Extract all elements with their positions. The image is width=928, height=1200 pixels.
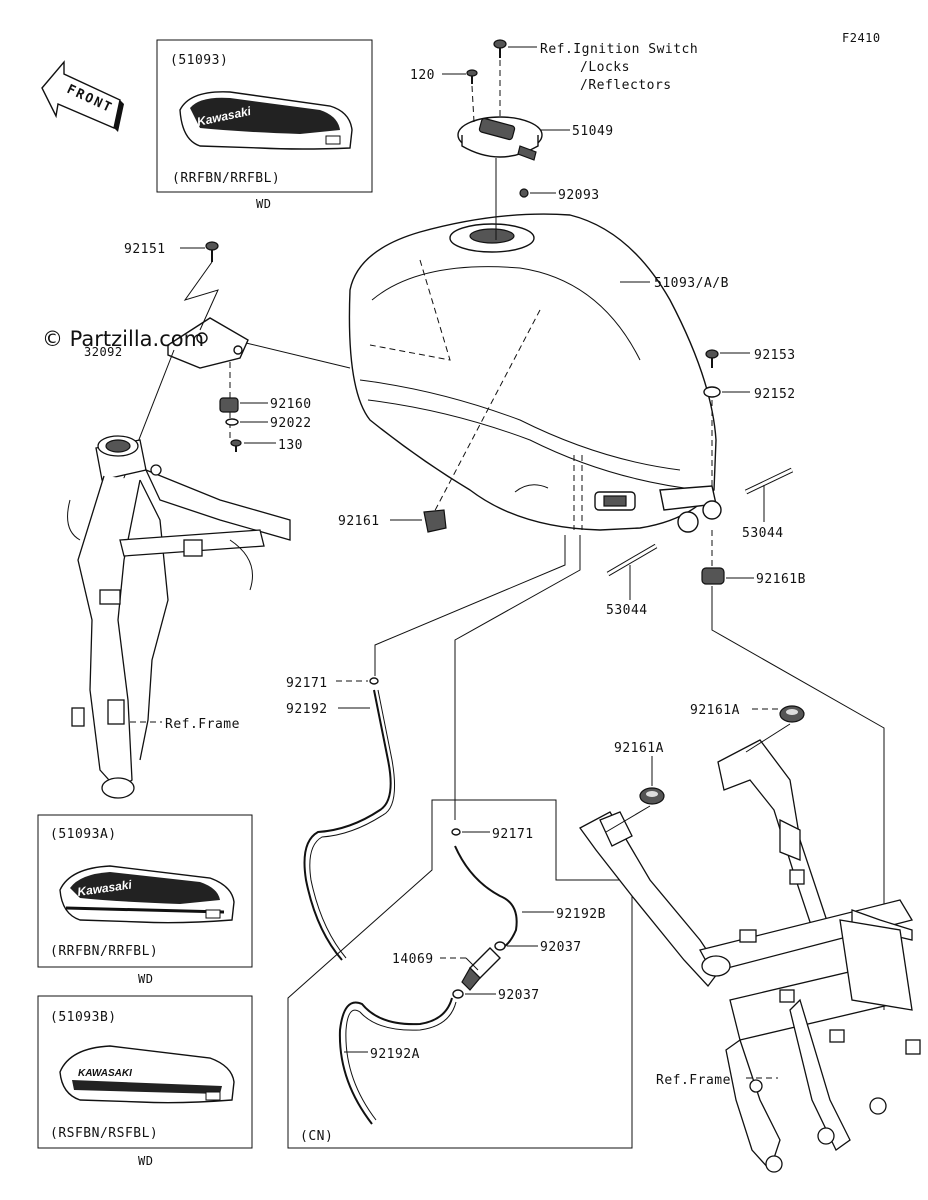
inset-box-51093b: (51093B) KAWASAKI (RSFBN/RSFBL) WD xyxy=(37,995,253,1168)
inset-note: WD xyxy=(138,972,153,986)
part-label-92151: 92151 xyxy=(124,242,166,257)
inset-note: WD xyxy=(138,1154,153,1168)
bolt-130 xyxy=(230,439,242,452)
inset-variant: (RSFBN/RSFBL) xyxy=(50,1126,158,1141)
part-label-51049: 51049 xyxy=(572,124,614,139)
clamp-92037-upper xyxy=(494,941,506,951)
part-label-92171-upper: 92171 xyxy=(286,676,328,691)
part-label-130: 130 xyxy=(278,438,303,453)
bracket-32092 xyxy=(167,317,249,369)
inset-code: (51093) xyxy=(170,53,228,68)
inset-box-51093a: (51093A) Kawasaki (RRFBN/RRFBL) WD xyxy=(37,814,253,986)
clamp-92171-lower xyxy=(451,828,461,836)
inset-code: (51093B) xyxy=(50,1010,117,1025)
inset-box-51093: (51093) Kawasaki (RRFBN/RRFBL) WD xyxy=(156,39,373,211)
washer-92093 xyxy=(519,188,529,198)
inset-variant: (RRFBN/RRFBL) xyxy=(172,171,280,186)
cn-variant-box xyxy=(287,799,633,1149)
part-label-92161a-upper: 92161A xyxy=(690,703,740,718)
part-label-92152: 92152 xyxy=(754,387,796,402)
ref-frame-left: Ref.Frame xyxy=(165,717,240,732)
part-label-92161a-lower: 92161A xyxy=(614,741,664,756)
cap-assembly xyxy=(457,116,543,161)
damper-92161b xyxy=(701,567,725,585)
part-label-92192b: 92192B xyxy=(556,907,606,922)
watermark: © Partzilla.com xyxy=(42,327,204,351)
clamp-92037-lower xyxy=(452,989,464,999)
part-label-53044-right: 53044 xyxy=(742,526,784,541)
ref-locks: /Locks xyxy=(580,60,630,75)
part-label-92192a: 92192A xyxy=(370,1047,420,1062)
part-label-92160: 92160 xyxy=(270,397,312,412)
part-label-120: 120 xyxy=(410,68,435,83)
part-label-92161: 92161 xyxy=(338,514,380,529)
screw-ignition xyxy=(493,39,507,58)
fuel-tank xyxy=(348,213,722,533)
part-label-32092: 32092 xyxy=(84,345,123,359)
kawasaki-logo: KAWASAKI xyxy=(78,1068,132,1079)
clamp-92171-upper xyxy=(369,677,379,685)
bolt-92151 xyxy=(205,241,219,262)
fuel-filter-14069 xyxy=(461,947,501,991)
figure-id: F2410 xyxy=(842,31,881,45)
hose-92192 xyxy=(303,689,392,961)
frame-right xyxy=(579,739,921,1173)
inset-note: WD xyxy=(256,197,271,211)
ref-frame-right: Ref.Frame xyxy=(656,1073,731,1088)
part-label-14069: 14069 xyxy=(392,952,434,967)
part-label-92153: 92153 xyxy=(754,348,796,363)
ref-reflectors: /Reflectors xyxy=(580,78,672,93)
part-label-92022: 92022 xyxy=(270,416,312,431)
inset-variant: (RRFBN/RRFBL) xyxy=(50,944,158,959)
part-label-51093: 51093/A/B xyxy=(654,276,729,291)
collar-92152 xyxy=(703,386,721,398)
part-label-92037-lower: 92037 xyxy=(498,988,540,1003)
part-label-92171-lower: 92171 xyxy=(492,827,534,842)
frame-left xyxy=(67,435,291,799)
part-label-92161b: 92161B xyxy=(756,572,806,587)
part-label-92037-upper: 92037 xyxy=(540,940,582,955)
pad-92161 xyxy=(423,509,447,533)
damper-92160 xyxy=(219,397,239,413)
screw-120 xyxy=(466,69,478,84)
part-label-53044-left: 53044 xyxy=(606,603,648,618)
cn-label: (CN) xyxy=(300,1129,333,1144)
washer-92022 xyxy=(225,418,239,426)
hose-92192b xyxy=(454,845,518,949)
part-label-92093: 92093 xyxy=(558,188,600,203)
ref-ignition-switch: Ref.Ignition Switch xyxy=(540,42,698,57)
inset-code: (51093A) xyxy=(50,827,117,842)
screw-92153 xyxy=(705,349,719,368)
front-arrow-icon: FRONT xyxy=(41,60,124,132)
hose-92192a xyxy=(338,997,453,1125)
part-label-92192: 92192 xyxy=(286,702,328,717)
